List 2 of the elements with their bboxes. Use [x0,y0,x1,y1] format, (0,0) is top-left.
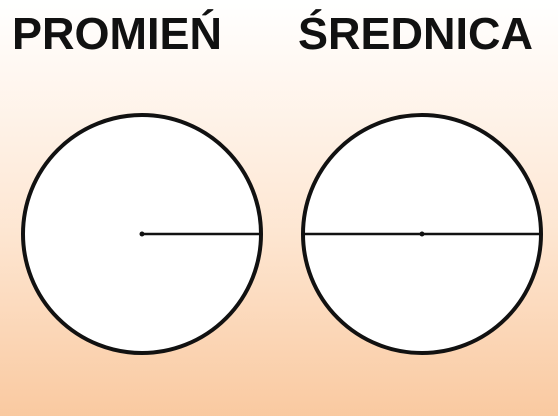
heading: PROMIEŃ [12,7,222,61]
heading: ŚREDNICA [298,7,534,61]
